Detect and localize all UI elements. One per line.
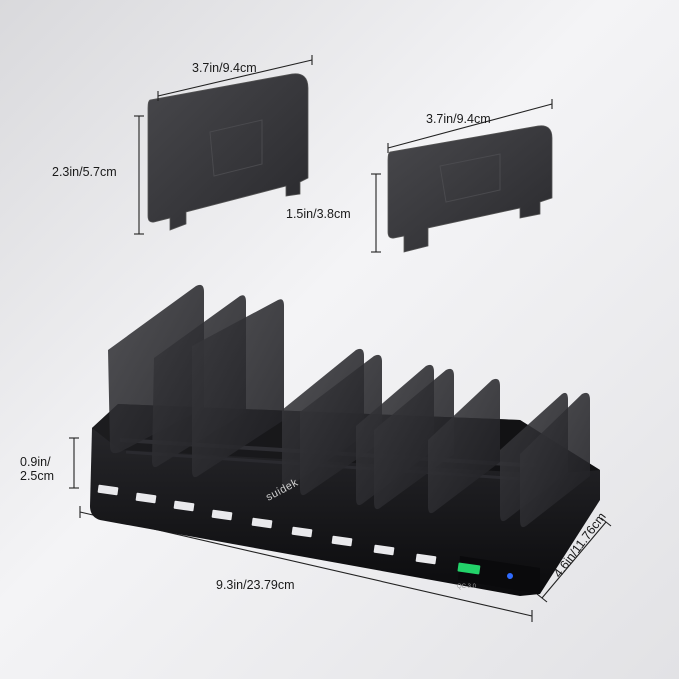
power-indicator-light [507, 573, 513, 579]
base-height-line2: 2.5cm [20, 469, 55, 483]
dimension-lines [69, 55, 612, 622]
top-divider-height-label: 2.3in/5.7cm [52, 165, 117, 179]
usb-port [415, 553, 437, 565]
base-height-line1: 0.9in/ [20, 455, 51, 469]
quick-charge-port [457, 562, 481, 575]
base-length-label: 9.3in/23.79cm [216, 578, 295, 592]
quick-charge-label: QC 3.0 [457, 584, 477, 590]
base-height-label: 0.9in/ 2.5cm [20, 455, 54, 483]
usb-port [291, 526, 313, 538]
usb-port [173, 500, 195, 512]
usb-port [97, 484, 119, 496]
mid-divider-width-label: 3.7in/9.4cm [426, 112, 491, 126]
mid-divider-height-label: 1.5in/3.8cm [286, 207, 351, 221]
loose-divider-large [147, 73, 309, 231]
mounted-dividers [108, 284, 590, 528]
usb-port [373, 544, 395, 556]
usb-port [331, 535, 353, 547]
usb-ports [97, 484, 513, 579]
loose-divider-small [387, 125, 553, 253]
usb-port [251, 517, 273, 529]
usb-port [211, 509, 233, 521]
top-divider-width-label: 3.7in/9.4cm [192, 61, 257, 75]
usb-port [135, 492, 157, 504]
